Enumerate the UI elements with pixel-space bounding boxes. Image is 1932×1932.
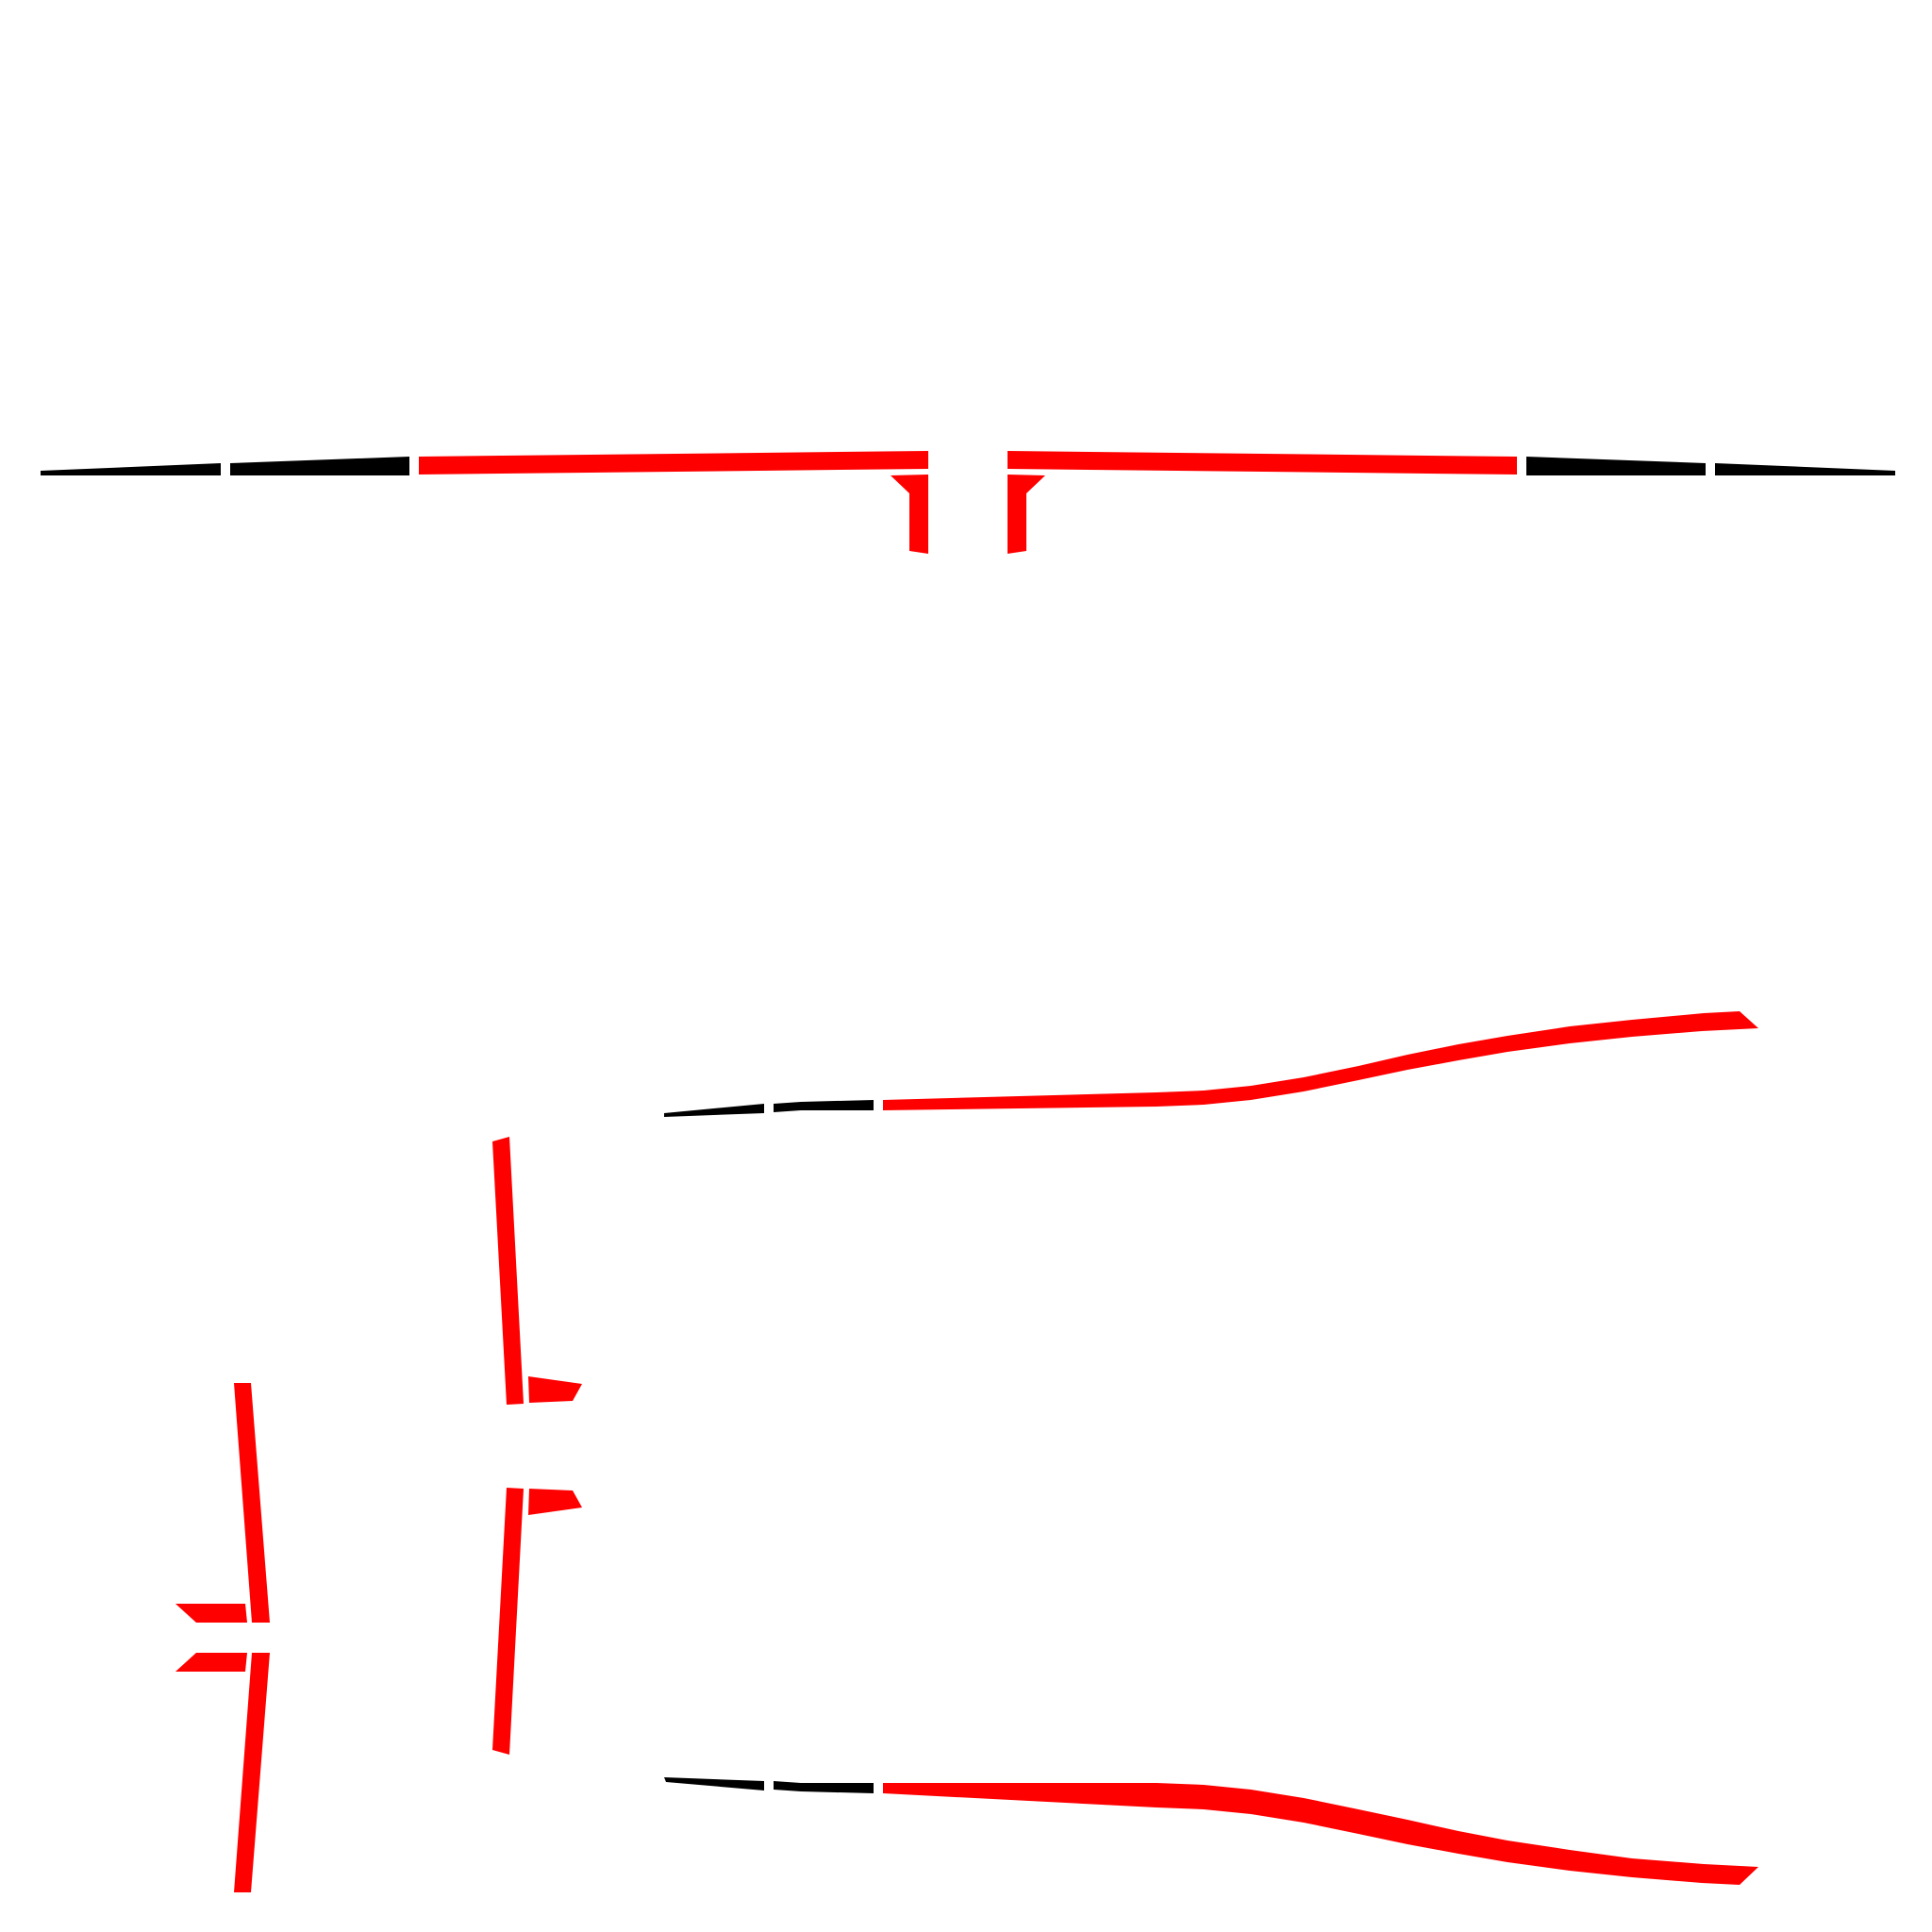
tail-fin-upper — [234, 1383, 270, 1623]
upper-leading-edge — [883, 1011, 1758, 1110]
upper-edge-segment-2 — [774, 1100, 874, 1112]
left-wing-tip — [41, 463, 221, 475]
left-wing-inner — [419, 451, 928, 475]
top-view — [492, 1011, 1758, 1885]
upper-edge-segment-1 — [664, 1104, 764, 1117]
lower-leading-edge — [883, 1783, 1758, 1885]
tail-section-lower — [528, 1489, 582, 1515]
fuselage-strut-upper — [492, 1137, 524, 1405]
tail-section-upper — [528, 1376, 582, 1403]
left-wing-outer — [230, 457, 409, 475]
lower-edge-segment-2 — [774, 1781, 874, 1793]
tail-fin-lower — [234, 1653, 270, 1892]
right-wing-inner — [1008, 451, 1517, 475]
right-gear-leg — [1008, 475, 1045, 554]
stabilizer-lower — [175, 1653, 247, 1672]
stabilizer-upper — [175, 1604, 247, 1623]
right-wing-tip — [1715, 463, 1895, 475]
right-wing-outer — [1526, 457, 1706, 475]
lower-edge-segment-1 — [664, 1777, 764, 1790]
fuselage-strut-lower — [492, 1488, 524, 1755]
front-view — [41, 451, 1895, 554]
side-view — [175, 1383, 270, 1892]
left-gear-leg — [891, 475, 928, 554]
